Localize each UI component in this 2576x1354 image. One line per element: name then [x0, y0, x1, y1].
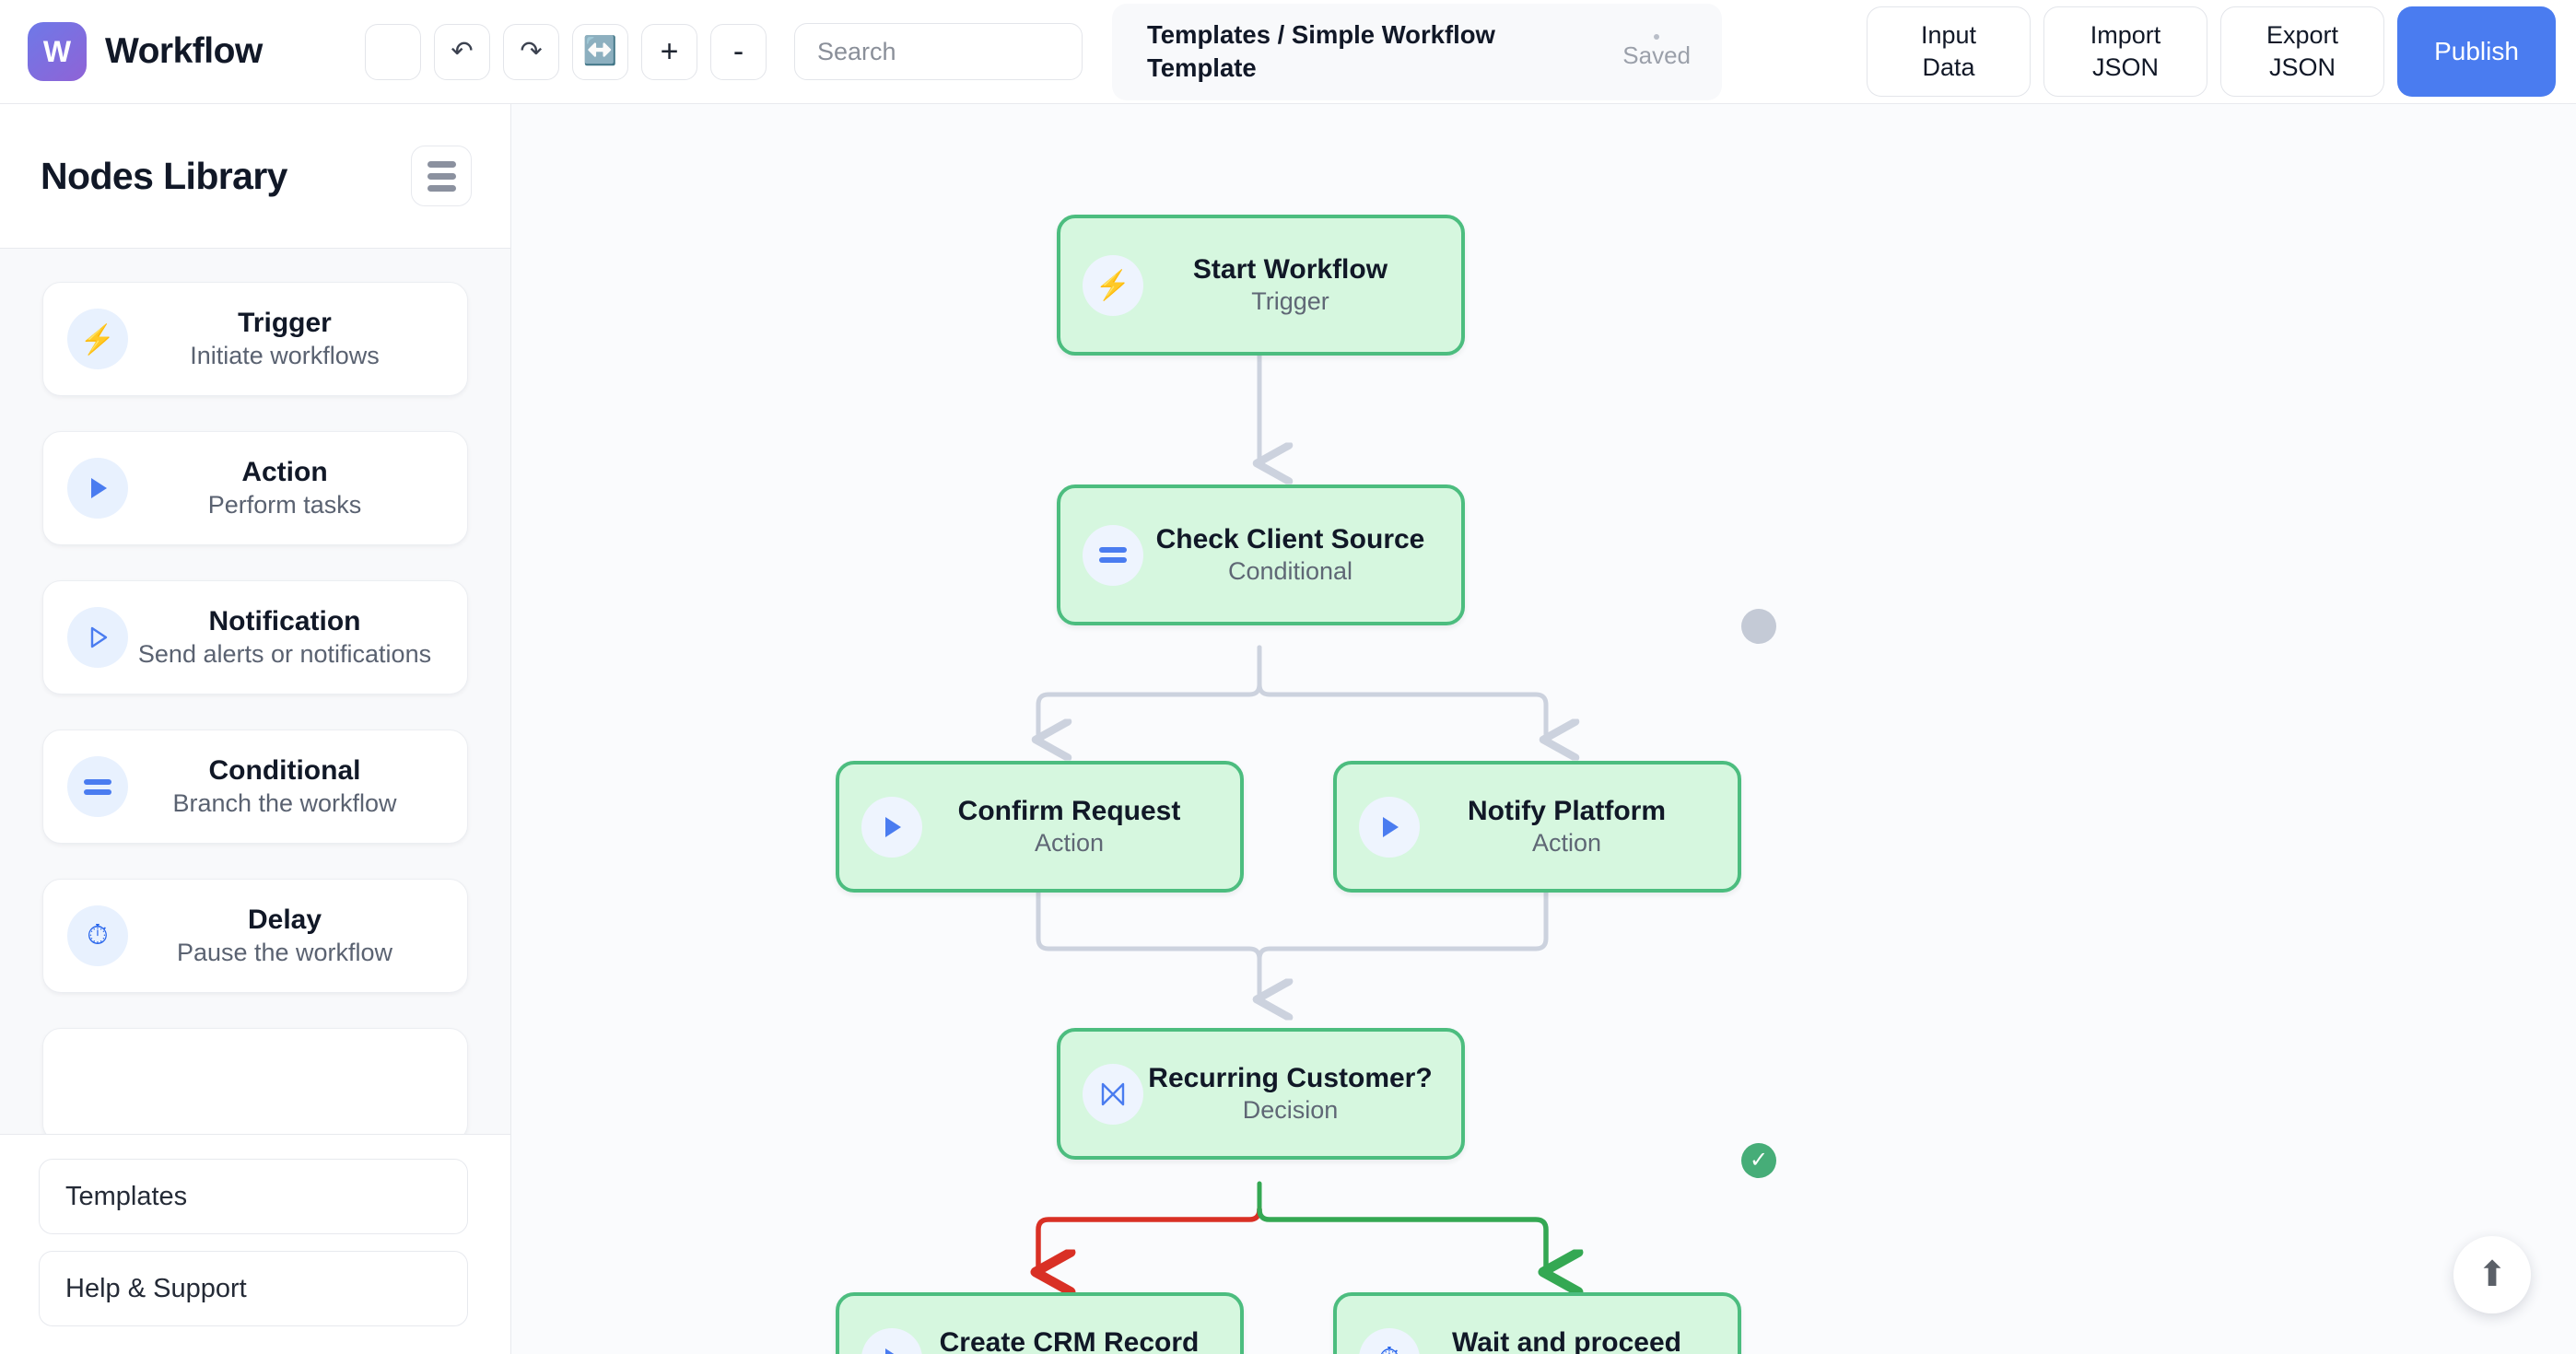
workflow-node-confirm-request[interactable]: Confirm Request Action: [836, 761, 1244, 893]
stopwatch-icon: ⏱: [1359, 1327, 1420, 1354]
workflow-node-notify-platform[interactable]: Notify Platform Action: [1333, 761, 1741, 893]
library-item-title: Delay: [247, 905, 322, 935]
play-filled-icon: [67, 458, 128, 519]
bowtie-icon: [1083, 1063, 1143, 1125]
node-subtitle: Action: [1034, 829, 1105, 857]
library-item-action[interactable]: Action Perform tasks: [42, 431, 468, 545]
library-item-title: Notification: [208, 606, 361, 636]
node-title: Check Client Source: [1155, 524, 1425, 554]
scroll-to-top-icon[interactable]: ⬆: [2453, 1236, 2531, 1313]
library-item-subtitle: Pause the workflow: [176, 939, 393, 966]
app-logo-letter: W: [42, 35, 72, 68]
input-data-button[interactable]: Input Data: [1867, 6, 2031, 97]
sidebar-title: Nodes Library: [41, 154, 287, 197]
redo-icon[interactable]: ↷: [503, 23, 559, 80]
templates-button[interactable]: Templates: [39, 1159, 468, 1234]
search-box[interactable]: [794, 23, 1083, 80]
workflow-edges: [511, 352, 2576, 1354]
zoom-in-icon[interactable]: +: [641, 23, 697, 80]
play-filled-icon: [861, 1327, 922, 1354]
workflow-node-check-client-source[interactable]: Check Client Source Conditional: [1057, 484, 1465, 625]
node-title: Confirm Request: [957, 796, 1181, 826]
main-body: Nodes Library ⚡ Trigger Initiate workflo…: [0, 104, 2576, 1354]
app-title: Workflow: [105, 31, 263, 71]
play-filled-icon: [1359, 796, 1420, 858]
node-subtitle: Action: [1531, 829, 1602, 857]
save-status-dot-icon: [1654, 33, 1660, 40]
workflow-node-create-crm-record[interactable]: Create CRM Record Action: [836, 1292, 1244, 1354]
breadcrumb[interactable]: Templates / Simple Workflow Template Sav…: [1112, 3, 1722, 100]
help-support-button[interactable]: Help & Support: [39, 1251, 468, 1326]
workflow-node-start[interactable]: ⚡ Start Workflow Trigger: [1057, 215, 1465, 356]
library-item-delay[interactable]: ⏱ Delay Pause the workflow: [42, 879, 468, 993]
bolt-icon: ⚡: [1083, 254, 1143, 316]
node-output-handle[interactable]: [1741, 609, 1776, 644]
node-title: Notify Platform: [1467, 796, 1666, 826]
zoom-out-icon[interactable]: -: [710, 23, 767, 80]
export-json-button[interactable]: Export JSON: [2220, 6, 2384, 97]
bars-icon: [1083, 524, 1143, 586]
library-item-partial[interactable]: [42, 1028, 468, 1134]
node-title: Start Workflow: [1192, 254, 1388, 285]
save-status: Saved: [1622, 33, 1691, 70]
undo-icon[interactable]: ↶: [434, 23, 490, 80]
publish-button[interactable]: Publish: [2397, 6, 2556, 97]
bolt-icon: ⚡: [67, 309, 128, 369]
app-logo: W: [28, 22, 87, 81]
header-actions: Input Data Import JSON Export JSON Publi…: [1867, 6, 2556, 97]
library-item-trigger[interactable]: ⚡ Trigger Initiate workflows: [42, 282, 468, 396]
workflow-node-recurring-customer[interactable]: Recurring Customer? Decision: [1057, 1028, 1465, 1160]
node-title: Recurring Customer?: [1148, 1063, 1433, 1093]
export-json-label-line1: Export: [2266, 20, 2339, 49]
library-item-title: Conditional: [208, 755, 361, 786]
breadcrumb-title: Templates / Simple Workflow Template: [1147, 19, 1495, 82]
node-title: Wait and proceed: [1452, 1327, 1681, 1354]
node-subtitle: Decision: [1242, 1096, 1339, 1124]
nodes-library-list[interactable]: ⚡ Trigger Initiate workflows Action Perf…: [0, 249, 510, 1134]
library-item-subtitle: Send alerts or notifications: [137, 640, 432, 668]
blank-button[interactable]: [365, 23, 421, 80]
node-title: Create CRM Record: [939, 1327, 1200, 1354]
import-json-label-line1: Import: [2090, 20, 2161, 49]
node-success-handle-icon[interactable]: ✓: [1741, 1143, 1776, 1178]
hamburger-icon[interactable]: [411, 146, 472, 206]
node-subtitle: Trigger: [1251, 287, 1329, 315]
library-item-notification[interactable]: Notification Send alerts or notification…: [42, 580, 468, 695]
search-input[interactable]: [817, 37, 1060, 66]
stopwatch-icon: ⏱: [67, 905, 128, 966]
library-item-title: Action: [241, 457, 328, 487]
workflow-node-wait-and-proceed[interactable]: ⏱ Wait and proceed Fixed Delay: [1333, 1292, 1741, 1354]
play-filled-icon: [861, 796, 922, 858]
workflow-canvas[interactable]: ⚡ Start Workflow Trigger Check Client So…: [511, 104, 2576, 1354]
import-json-button[interactable]: Import JSON: [2043, 6, 2207, 97]
sidebar-footer: Templates Help & Support: [0, 1134, 510, 1354]
library-item-subtitle: Initiate workflows: [190, 342, 380, 369]
input-data-label-line2: Data: [1922, 53, 1975, 81]
save-status-label: Saved: [1622, 41, 1691, 69]
library-item-subtitle: Perform tasks: [207, 491, 362, 519]
node-subtitle: Conditional: [1227, 557, 1353, 585]
top-toolbar: W Workflow ↶ ↷ ↔️ + - Templates / Simple…: [0, 0, 2576, 104]
export-json-label-line2: JSON: [2268, 53, 2336, 81]
import-json-label-line2: JSON: [2091, 53, 2159, 81]
input-data-label-line1: Input: [1920, 20, 1977, 49]
bars-icon: [67, 756, 128, 817]
library-item-title: Trigger: [238, 308, 332, 338]
sidebar: Nodes Library ⚡ Trigger Initiate workflo…: [0, 104, 511, 1354]
brand: W Workflow: [28, 22, 332, 81]
toolbar-button-group: ↶ ↷ ↔️ + -: [365, 23, 767, 80]
sidebar-header: Nodes Library: [0, 104, 510, 249]
library-item-conditional[interactable]: Conditional Branch the workflow: [42, 730, 468, 844]
library-item-subtitle: Branch the workflow: [172, 789, 397, 817]
play-outline-icon: [67, 607, 128, 668]
fit-view-icon[interactable]: ↔️: [572, 23, 628, 80]
